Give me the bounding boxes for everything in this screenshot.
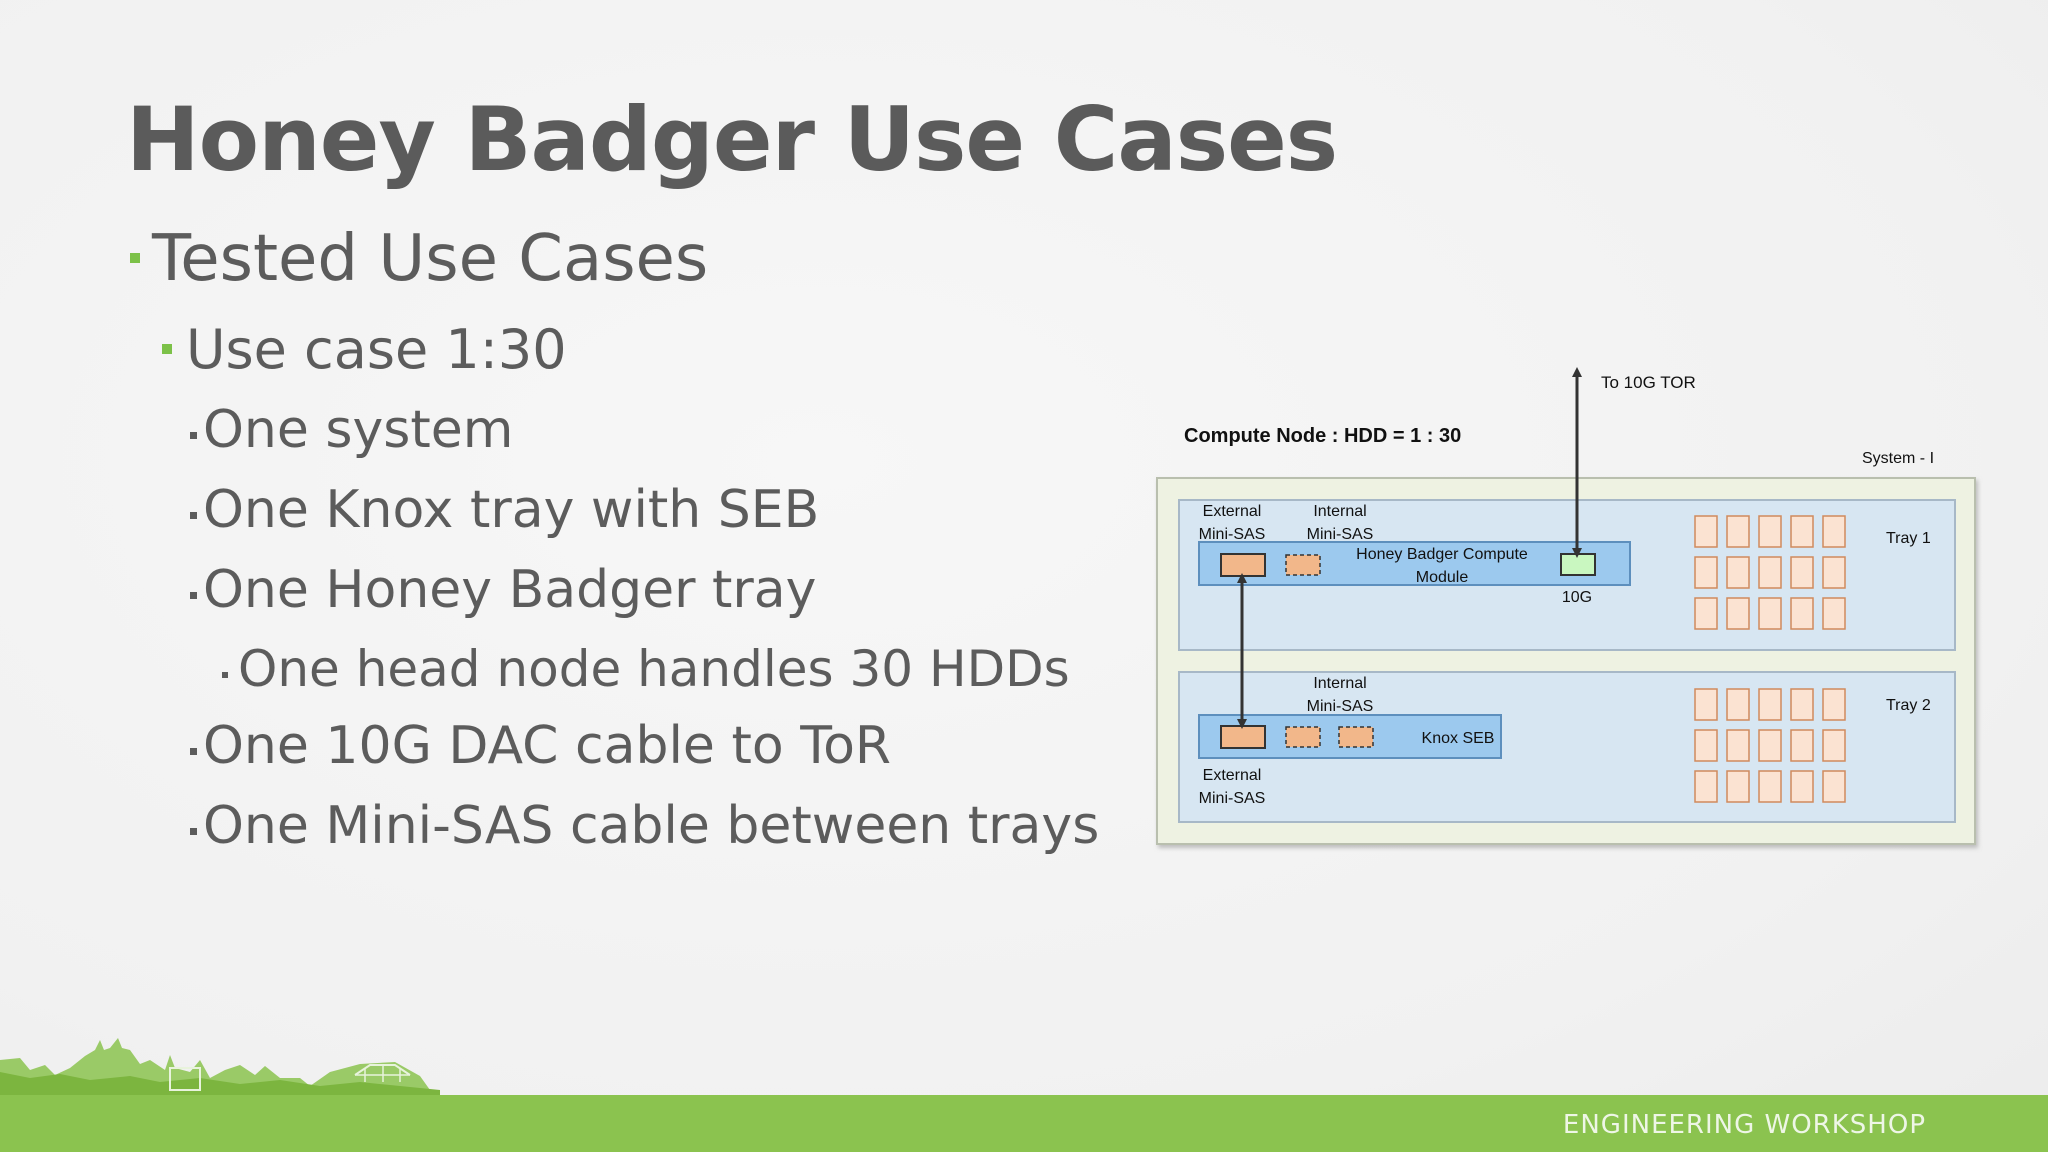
bullet-head-node: One head node handles 30 HDDs bbox=[222, 640, 1070, 698]
bullet-text: Use case 1:30 bbox=[186, 318, 567, 381]
bullet-text: One Honey Badger tray bbox=[203, 560, 817, 620]
bullet-dot-icon bbox=[190, 511, 197, 519]
bullet-tested-use-cases: Tested Use Cases bbox=[130, 222, 708, 296]
bullet-text: One 10G DAC cable to ToR bbox=[203, 716, 892, 776]
footer-bar bbox=[0, 1095, 2048, 1152]
bullet-dot-icon bbox=[222, 671, 228, 678]
slide-title: Honey Badger Use Cases bbox=[126, 88, 1338, 191]
green-bullet-icon bbox=[130, 253, 140, 264]
bullet-text: One system bbox=[203, 400, 514, 460]
bullet-honey-badger-tray: One Honey Badger tray bbox=[190, 560, 816, 620]
bullet-text: One head node handles 30 HDDs bbox=[238, 640, 1070, 698]
footer-label: ENGINEERING WORKSHOP bbox=[1562, 1110, 1926, 1140]
bullet-knox-tray: One Knox tray with SEB bbox=[190, 480, 819, 540]
bullet-dot-icon bbox=[190, 827, 197, 835]
bullet-text: One Mini-SAS cable between trays bbox=[203, 796, 1100, 856]
green-bullet-icon bbox=[162, 344, 172, 355]
city-skyline-graphic bbox=[0, 1038, 440, 1100]
bullet-text: Tested Use Cases bbox=[152, 222, 709, 296]
bullet-dot-icon bbox=[190, 591, 197, 599]
bullet-text: One Knox tray with SEB bbox=[203, 480, 820, 540]
bullet-use-case: Use case 1:30 bbox=[162, 318, 567, 381]
bullet-dot-icon bbox=[190, 431, 197, 439]
bullet-minisas-cable: One Mini-SAS cable between trays bbox=[190, 796, 1099, 856]
bullet-dac-cable: One 10G DAC cable to ToR bbox=[190, 716, 891, 776]
bullet-one-system: One system bbox=[190, 400, 513, 460]
bullet-dot-icon bbox=[190, 747, 197, 755]
